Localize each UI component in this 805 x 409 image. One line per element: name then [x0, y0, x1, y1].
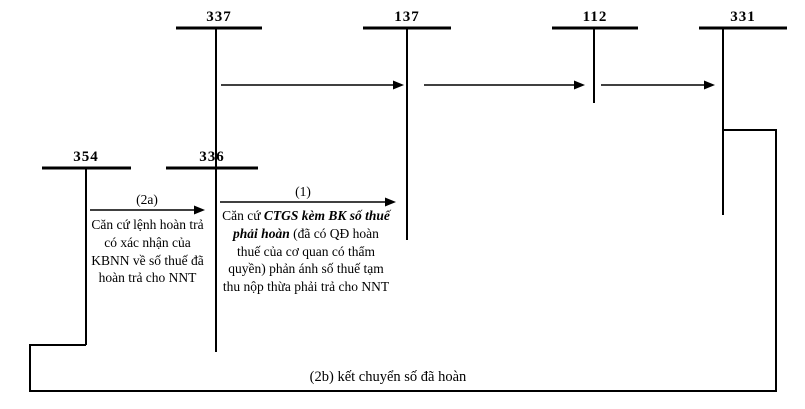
- note-1-prefix: Căn cứ: [222, 208, 264, 223]
- arrow-1-head: [385, 197, 396, 207]
- note-1-rest: (đã có QĐ hoàn thuế của cơ quan có thẩm …: [222, 225, 390, 295]
- arrow-112-to-331-head: [704, 80, 715, 90]
- arrow-2a: [90, 205, 205, 215]
- account-112: [552, 26, 638, 103]
- account-137: [363, 26, 451, 240]
- account-112-number: 112: [582, 9, 608, 25]
- account-337: [176, 26, 262, 168]
- account-354: [42, 166, 131, 345]
- note-1-emphasis: CTGS kèm BK số thuế phải hoàn: [233, 208, 390, 241]
- arrow-137-to-112: [424, 80, 585, 90]
- account-336: [166, 166, 258, 352]
- account-331: [699, 26, 787, 215]
- account-337-number: 337: [206, 9, 232, 25]
- note-1: Căn cứ CTGS kèm BK số thuế phải hoàn (đã…: [220, 207, 392, 296]
- arrow-112-to-331: [601, 80, 715, 90]
- flow-2b-path: [29, 129, 777, 392]
- account-137-number: 137: [394, 9, 420, 25]
- arrow-337-to-137: [221, 80, 404, 90]
- step-2a-label: (2a): [136, 192, 158, 207]
- arrow-337-to-137-head: [393, 80, 404, 90]
- step-2b-label: (2b) kết chuyển số đã hoàn: [309, 369, 467, 385]
- account-354-number: 354: [73, 149, 99, 165]
- note-2a-text: Căn cứ lệnh hoàn trả có xác nhận của KBN…: [91, 217, 204, 286]
- arrow-137-to-112-head: [574, 80, 585, 90]
- step-1-label: (1): [295, 184, 311, 199]
- arrow-2a-head: [194, 205, 205, 215]
- arrow-1: [220, 197, 396, 207]
- note-2a: Căn cứ lệnh hoàn trả có xác nhận của KBN…: [91, 216, 204, 287]
- account-331-number: 331: [730, 9, 756, 25]
- account-336-number: 336: [199, 149, 225, 165]
